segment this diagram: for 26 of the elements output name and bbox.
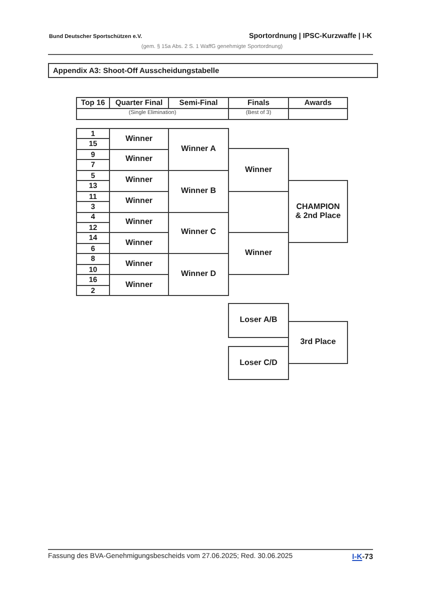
bracket-box bbox=[228, 148, 289, 192]
bracket-box bbox=[228, 232, 289, 275]
bracket-label: Winner bbox=[125, 238, 153, 248]
bracket-label: Winner C bbox=[180, 228, 216, 238]
bracket-label: Winner bbox=[125, 134, 153, 144]
bracket-label: Loser C/D bbox=[240, 358, 278, 368]
bracket-label: Winner bbox=[125, 218, 153, 227]
bracket-label: Loser A/B bbox=[240, 316, 278, 325]
bracket-label: Winner bbox=[125, 155, 153, 164]
bracket-box bbox=[228, 346, 289, 380]
bracket-label: Winner bbox=[244, 166, 272, 174]
bracket-label: Winner bbox=[125, 280, 153, 290]
award-label: CHAMPION & 2nd Place bbox=[294, 202, 342, 220]
seed-cell bbox=[76, 128, 110, 140]
bracket-label: Winner bbox=[244, 249, 272, 258]
bracket-label: Winner B bbox=[180, 186, 216, 196]
award-box bbox=[288, 321, 348, 364]
award-label: 3rd Place bbox=[300, 338, 336, 347]
bracket-label: Winner bbox=[125, 260, 153, 269]
bracket-label: Winner bbox=[125, 176, 153, 186]
seed-cell bbox=[76, 284, 110, 296]
award-box bbox=[288, 180, 348, 243]
bracket-box bbox=[228, 303, 289, 338]
bracket-label: Winner bbox=[125, 197, 153, 206]
bracket-label: Winner A bbox=[181, 144, 216, 154]
bracket-label: Winner D bbox=[180, 270, 216, 280]
